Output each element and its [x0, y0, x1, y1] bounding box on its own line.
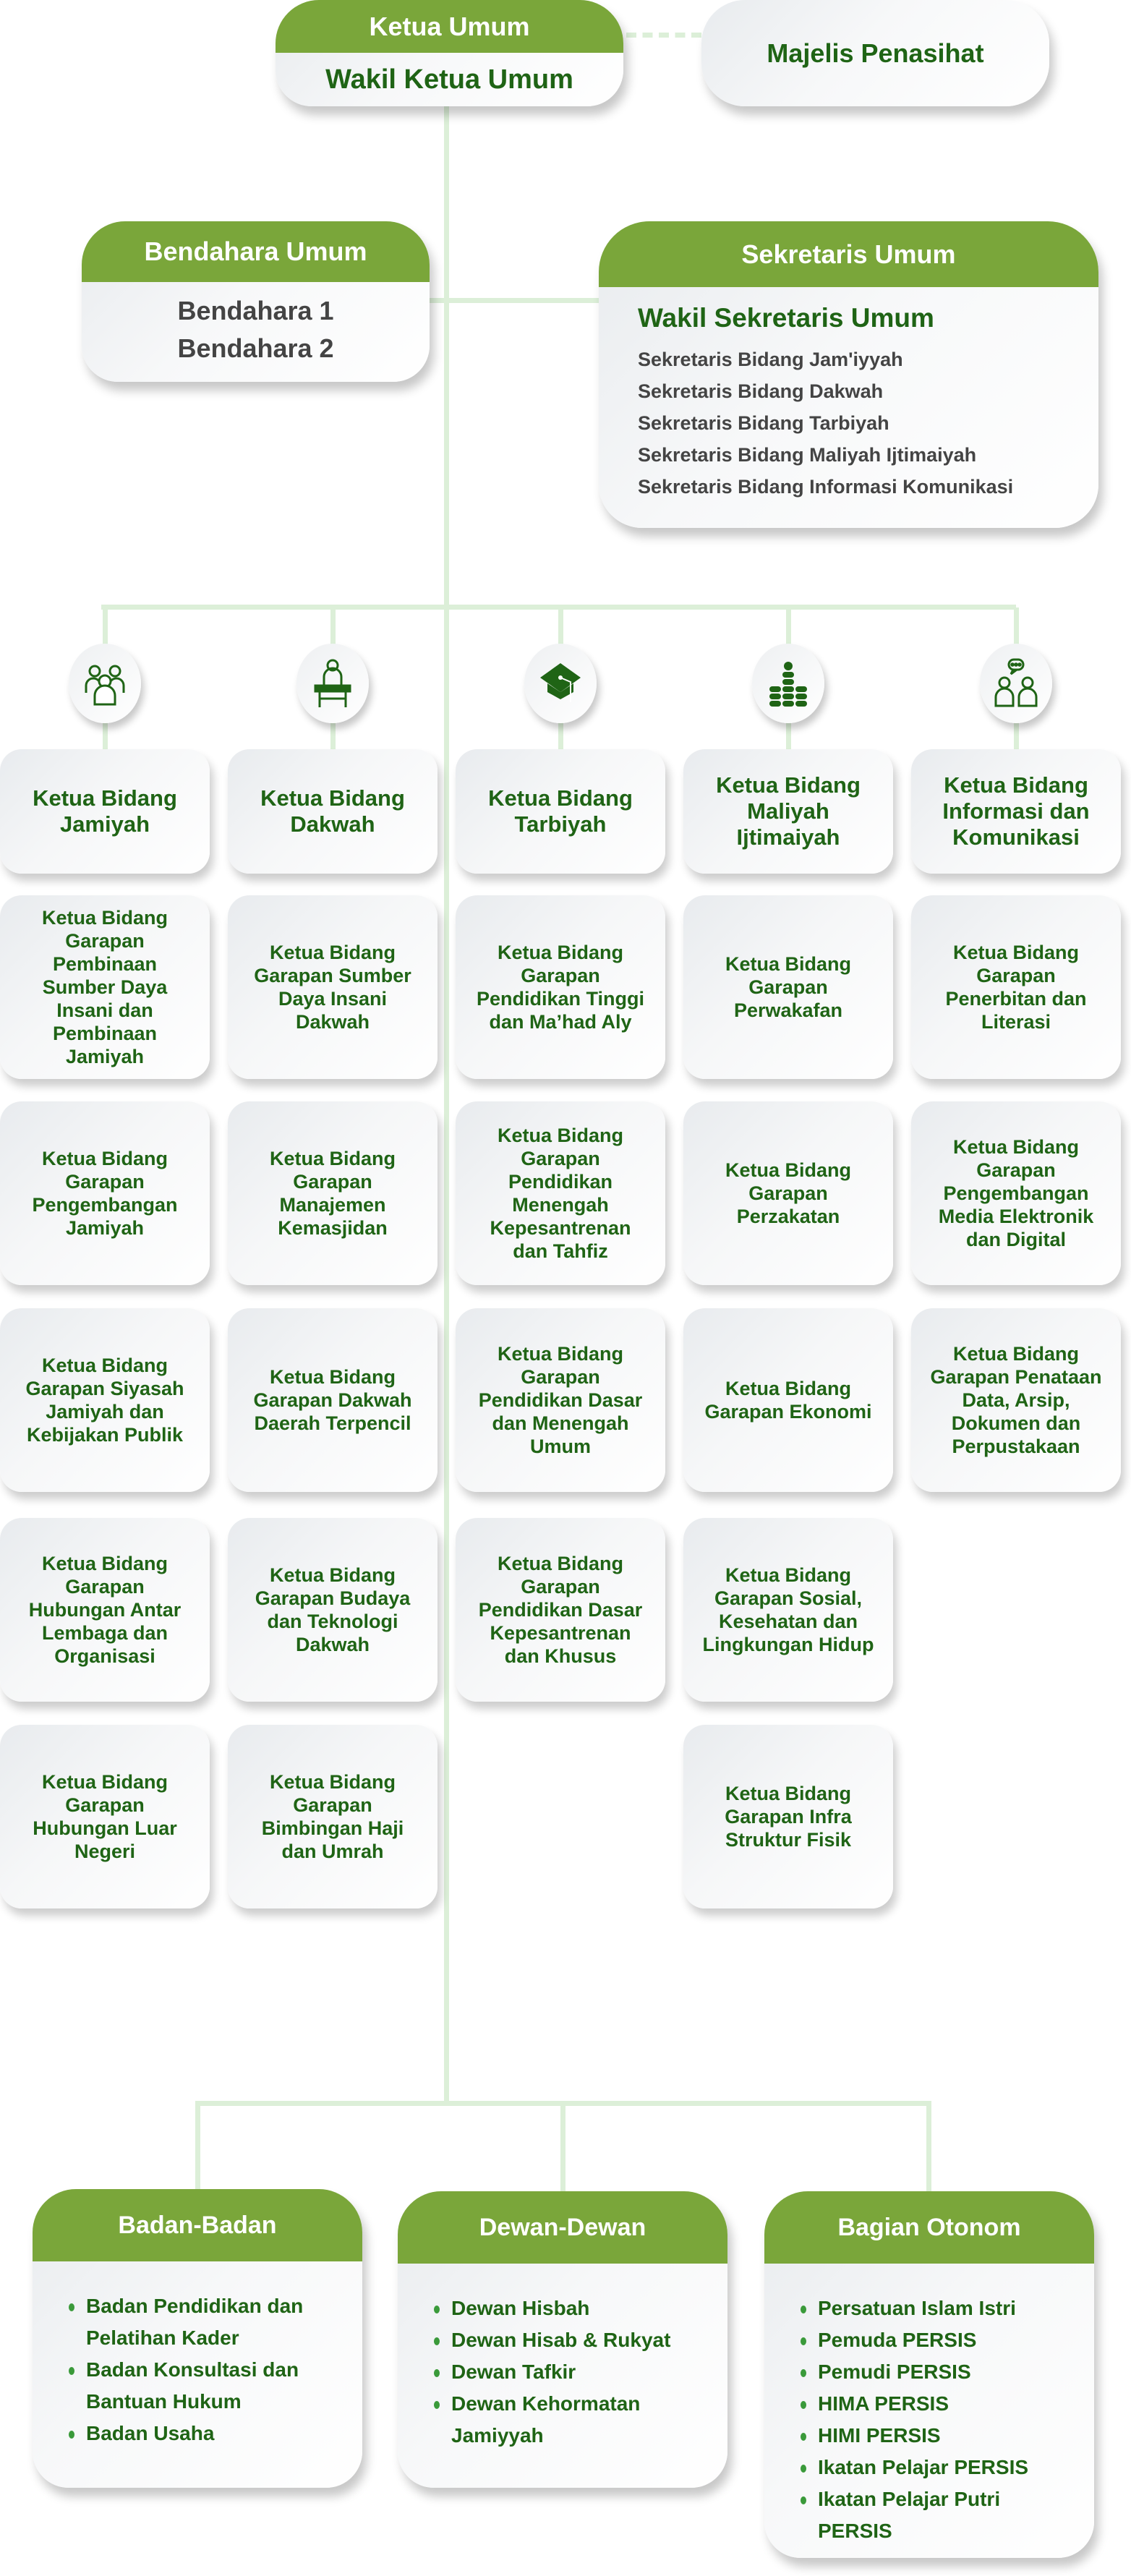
- graduation-cap-icon: [524, 644, 597, 723]
- bottom-group-item: Badan Usaha: [69, 2418, 341, 2449]
- coin-stack-icon: [752, 644, 824, 723]
- bottom-group-title: Bagian Otonom: [764, 2191, 1094, 2264]
- ketua-bidang-garapan-card: Ketua Bidang Garapan Pendidikan Menengah…: [456, 1101, 665, 1285]
- bottom-drop-3: [926, 2101, 931, 2191]
- main-connector: [444, 101, 449, 2104]
- bottom-drop-1: [195, 2101, 200, 2191]
- bottom-drop-2: [560, 2101, 566, 2191]
- sekretaris-content: Wakil Sekretaris Umum Sekretaris Bidang …: [599, 287, 1098, 503]
- ketua-bidang-garapan-card: Ketua Bidang Garapan Pembinaan Sumber Da…: [0, 895, 210, 1079]
- bottom-group-item: Dewan Hisab & Rukyat: [434, 2324, 706, 2356]
- ketua-bidang-garapan-card: Ketua Bidang Garapan Ekonomi: [683, 1308, 893, 1492]
- bendahara-item: Bendahara 2: [177, 333, 334, 363]
- ketua-bidang-garapan-card: Ketua Bidang Garapan Perzakatan: [683, 1101, 893, 1285]
- sekretaris-bidang-item: Sekretaris Bidang Maliyah Ijtimaiyah: [638, 444, 977, 466]
- ketua-bidang-garapan-card: Ketua Bidang Garapan Bimbingan Haji dan …: [228, 1725, 438, 1908]
- majelis-penasihat-label: Majelis Penasihat: [767, 38, 984, 68]
- treasury-secretary-connector: [430, 298, 600, 303]
- bidang-connector: [101, 605, 1016, 610]
- people-chat-icon: [980, 644, 1052, 723]
- ketua-bidang-garapan-card: Ketua Bidang Garapan Infra Struktur Fisi…: [683, 1725, 893, 1908]
- bottom-group-item: Ikatan Pelajar Putri PERSIS: [801, 2483, 1072, 2547]
- sekretaris-umum-title: Sekretaris Umum: [599, 221, 1098, 287]
- ketua-bidang-garapan-card: Ketua Bidang Garapan Perwakafan: [683, 895, 893, 1079]
- bottom-group-item: Pemudi PERSIS: [801, 2356, 1072, 2388]
- bottom-group-item: HIMI PERSIS: [801, 2420, 1072, 2452]
- ketua-bidang-garapan-card: Ketua Bidang Garapan Hubungan Luar Neger…: [0, 1725, 210, 1908]
- ketua-bidang-garapan-card: Ketua Bidang Garapan Pendidikan Tinggi d…: [456, 895, 665, 1079]
- sekretaris-umum-box: Sekretaris Umum Wakil Sekretaris Umum Se…: [599, 221, 1098, 528]
- bottom-group-item: Badan Pendidikan dan Pelatihan Kader: [69, 2290, 341, 2354]
- ketua-bidang-garapan-card: Ketua Bidang Garapan Pendidikan Dasar Ke…: [456, 1518, 665, 1702]
- ketua-bidang-garapan-card: Ketua Bidang Garapan Siyasah Jamiyah dan…: [0, 1308, 210, 1492]
- ketua-bidang-garapan-card: Ketua Bidang Garapan Penataan Data, Arsi…: [911, 1308, 1121, 1492]
- speaker-podium-icon: [296, 644, 369, 723]
- bottom-group-item: Ikatan Pelajar PERSIS: [801, 2452, 1072, 2483]
- bottom-group-item: Dewan Tafkir: [434, 2356, 706, 2388]
- bottom-group-item: Badan Konsultasi dan Bantuan Hukum: [69, 2354, 341, 2418]
- ketua-umum-box: Ketua Umum Wakil Ketua Umum: [276, 0, 623, 106]
- wakil-sekretaris-umum-label: Wakil Sekretaris Umum: [638, 303, 934, 333]
- sekretaris-bidang-item: Sekretaris Bidang Dakwah: [638, 380, 884, 402]
- bendahara-item: Bendahara 1: [177, 296, 334, 325]
- bottom-group-title: Dewan-Dewan: [398, 2191, 727, 2264]
- ketua-bidang-card: Ketua Bidang Maliyah Ijtimaiyah: [683, 749, 893, 874]
- sekretaris-bidang-item: Sekretaris Bidang Tarbiyah: [638, 412, 889, 434]
- ketua-bidang-garapan-card: Ketua Bidang Garapan Budaya dan Teknolog…: [228, 1518, 438, 1702]
- bottom-group-item: Dewan Kehormatan Jamiyyah: [434, 2388, 706, 2452]
- sekretaris-bidang-item: Sekretaris Bidang Jam'iyyah: [638, 349, 903, 370]
- ketua-bidang-garapan-card: Ketua Bidang Garapan Pengembangan Media …: [911, 1101, 1121, 1285]
- ketua-bidang-garapan-card: Ketua Bidang Garapan Hubungan Antar Lemb…: [0, 1518, 210, 1702]
- ketua-bidang-card: Ketua Bidang Dakwah: [228, 749, 438, 874]
- ketua-bidang-card: Ketua Bidang Jamiyah: [0, 749, 210, 874]
- ketua-bidang-garapan-card: Ketua Bidang Garapan Manajemen Kemasjida…: [228, 1101, 438, 1285]
- ketua-umum-title: Ketua Umum: [276, 0, 623, 53]
- bendahara-umum-title: Bendahara Umum: [82, 221, 430, 282]
- sekretaris-bidang-item: Sekretaris Bidang Informasi Komunikasi: [638, 476, 1014, 498]
- people-group-icon: [69, 644, 141, 723]
- ketua-bidang-garapan-card: Ketua Bidang Garapan Sosial, Kesehatan d…: [683, 1518, 893, 1702]
- ketua-bidang-garapan-card: Ketua Bidang Garapan Pendidikan Dasar da…: [456, 1308, 665, 1492]
- bendahara-list: Bendahara 1 Bendahara 2: [82, 282, 430, 367]
- ketua-bidang-garapan-card: Ketua Bidang Garapan Penerbitan dan Lite…: [911, 895, 1121, 1079]
- ketua-bidang-card: Ketua Bidang Informasi dan Komunikasi: [911, 749, 1121, 874]
- ketua-bidang-card: Ketua Bidang Tarbiyah: [456, 749, 665, 874]
- bottom-group-item: Dewan Hisbah: [434, 2293, 706, 2324]
- bottom-group-title: Badan-Badan: [33, 2189, 362, 2261]
- bottom-group-item: HIMA PERSIS: [801, 2388, 1072, 2420]
- bottom-group-item: Pemuda PERSIS: [801, 2324, 1072, 2356]
- ketua-bidang-garapan-card: Ketua Bidang Garapan Sumber Daya Insani …: [228, 895, 438, 1079]
- bottom-group-item: Persatuan Islam Istri: [801, 2293, 1072, 2324]
- ketua-bidang-garapan-card: Ketua Bidang Garapan Dakwah Daerah Terpe…: [228, 1308, 438, 1492]
- bendahara-umum-box: Bendahara Umum Bendahara 1 Bendahara 2: [82, 221, 430, 382]
- ketua-bidang-garapan-card: Ketua Bidang Garapan Pengembangan Jamiya…: [0, 1101, 210, 1285]
- majelis-dotted-connector: [626, 33, 701, 38]
- wakil-ketua-umum-label: Wakil Ketua Umum: [325, 64, 573, 95]
- majelis-penasihat-box: Majelis Penasihat: [701, 0, 1049, 106]
